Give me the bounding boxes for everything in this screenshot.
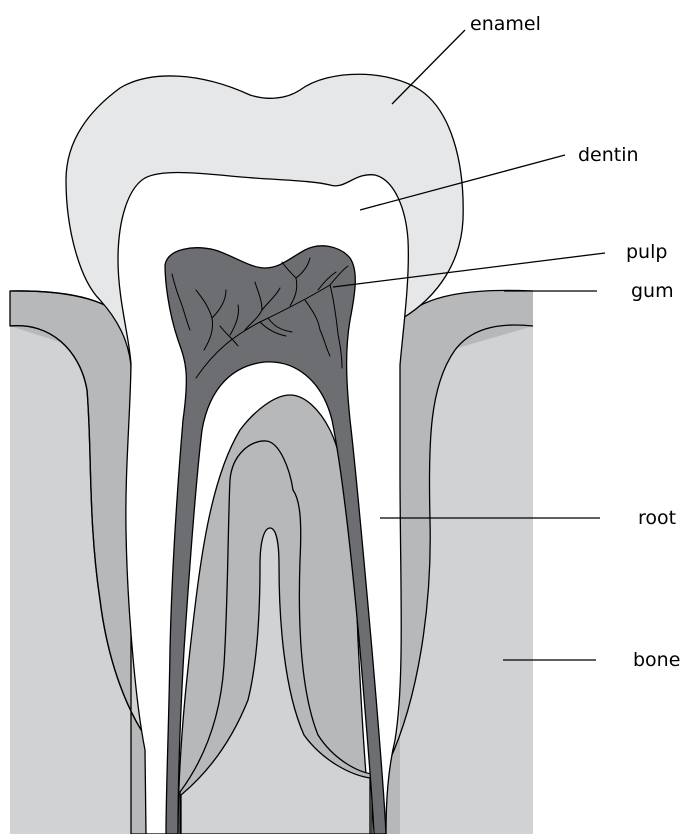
- dentin-label: dentin: [578, 144, 639, 166]
- enamel-leader: [392, 30, 465, 104]
- root-label: root: [638, 507, 676, 529]
- pulp-label: pulp: [626, 241, 667, 263]
- gum-label: gum: [631, 280, 674, 302]
- bone-label: bone: [633, 649, 680, 671]
- enamel-label: enamel: [470, 13, 541, 35]
